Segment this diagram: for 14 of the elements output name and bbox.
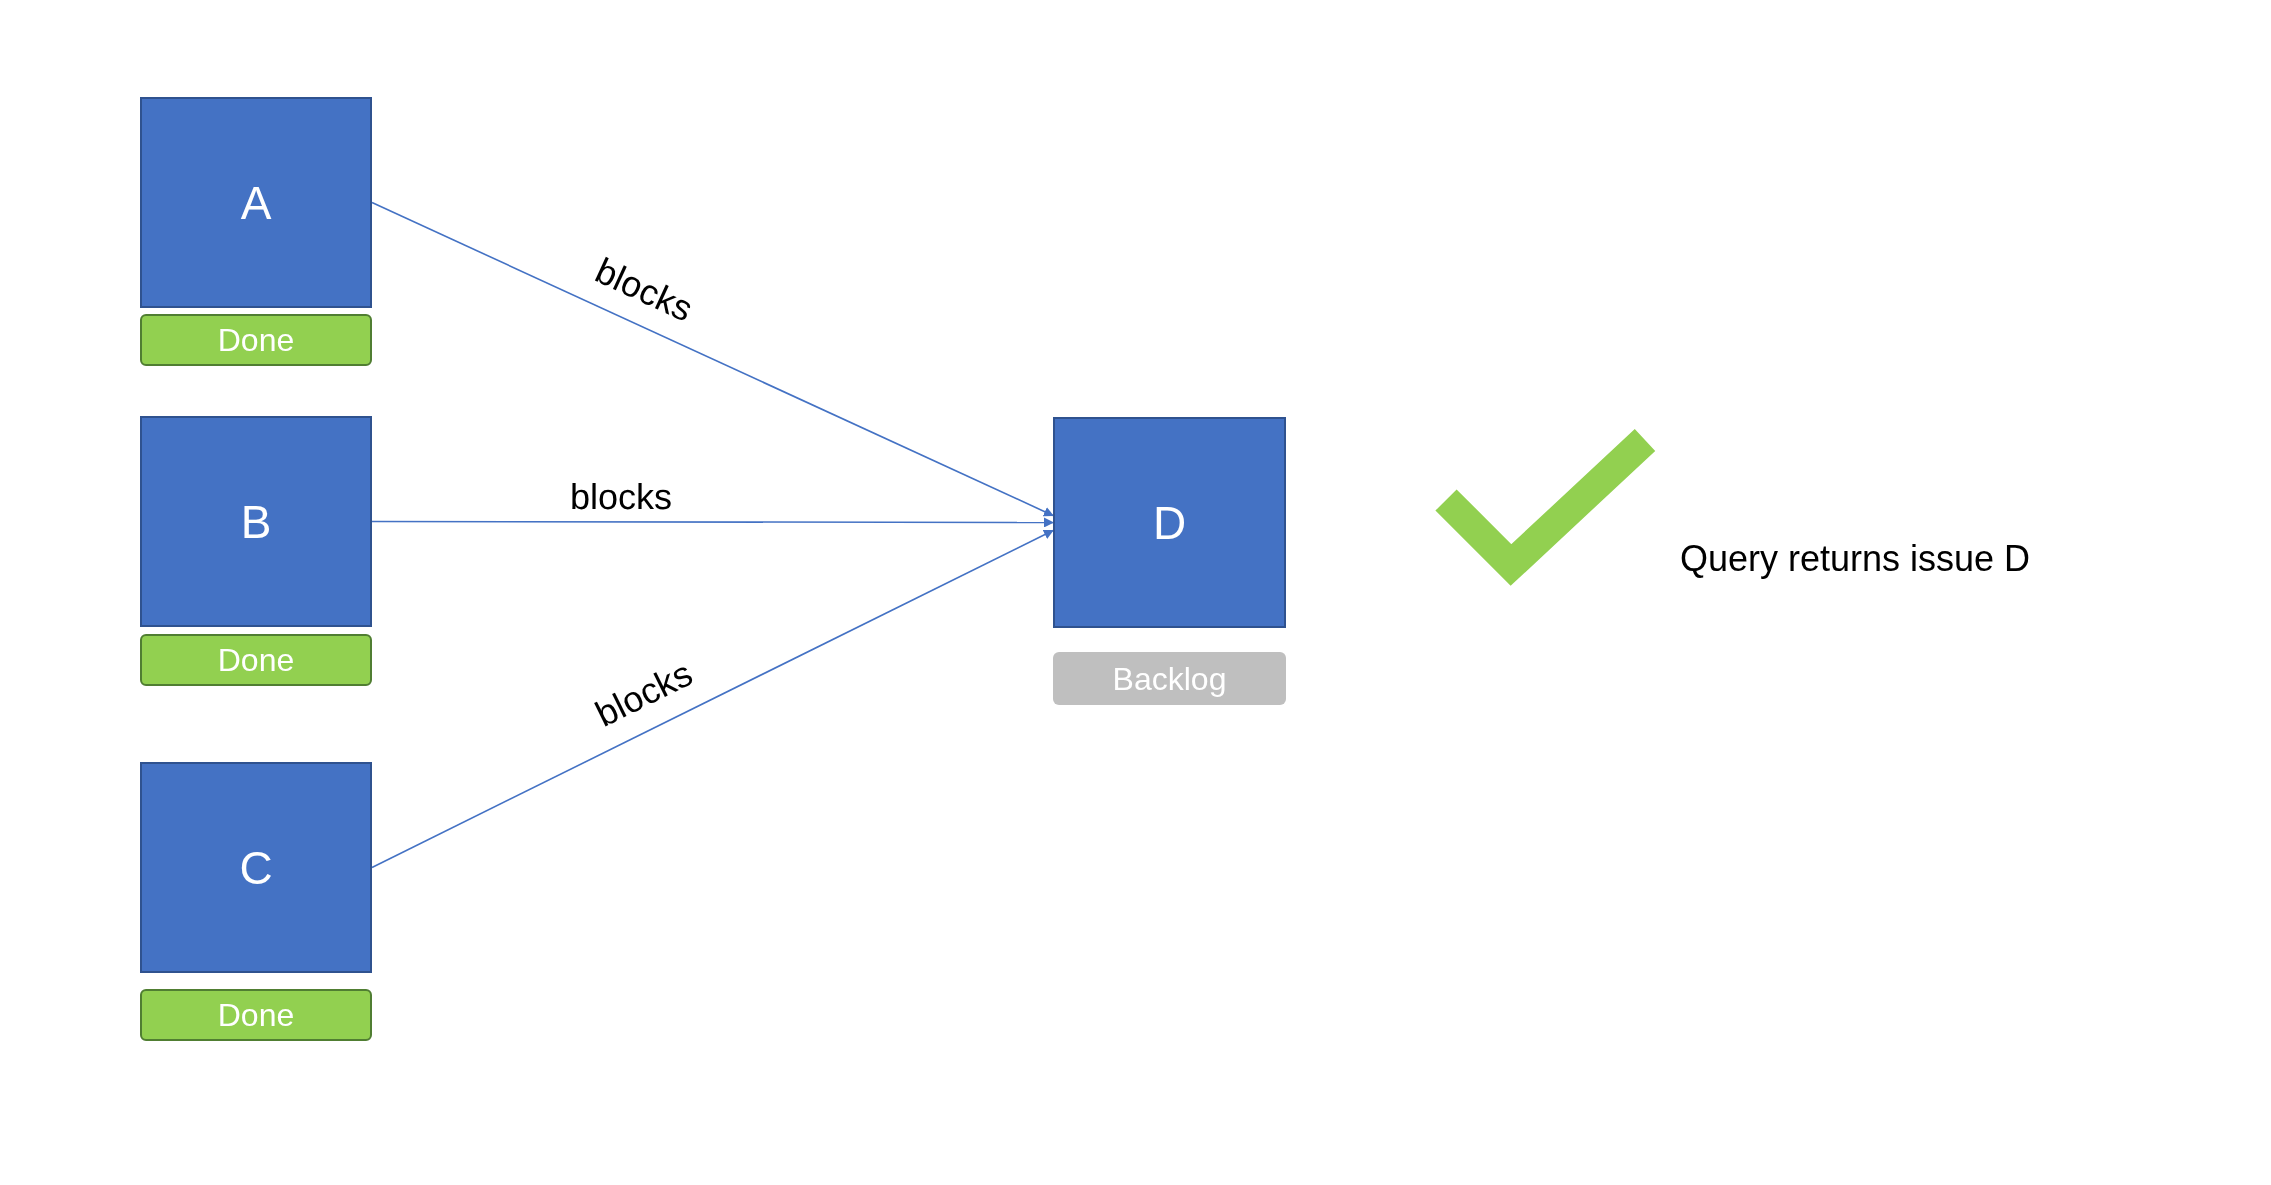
issue-box: B [140,416,372,627]
edge-label: blocks [569,478,673,516]
status-badge: Done [140,634,372,686]
edge-label: blocks [590,655,698,733]
status-badge: Done [140,314,372,366]
issue-box: C [140,762,372,973]
status-badge: Done [140,989,372,1041]
result-note: Query returns issue D [1680,537,2031,581]
issue-box: D [1053,417,1286,628]
status-badge: Backlog [1053,652,1286,705]
arrow [371,529,1054,869]
arrow [371,201,1054,517]
issue-box: A [140,97,372,308]
arrow [371,517,1054,528]
